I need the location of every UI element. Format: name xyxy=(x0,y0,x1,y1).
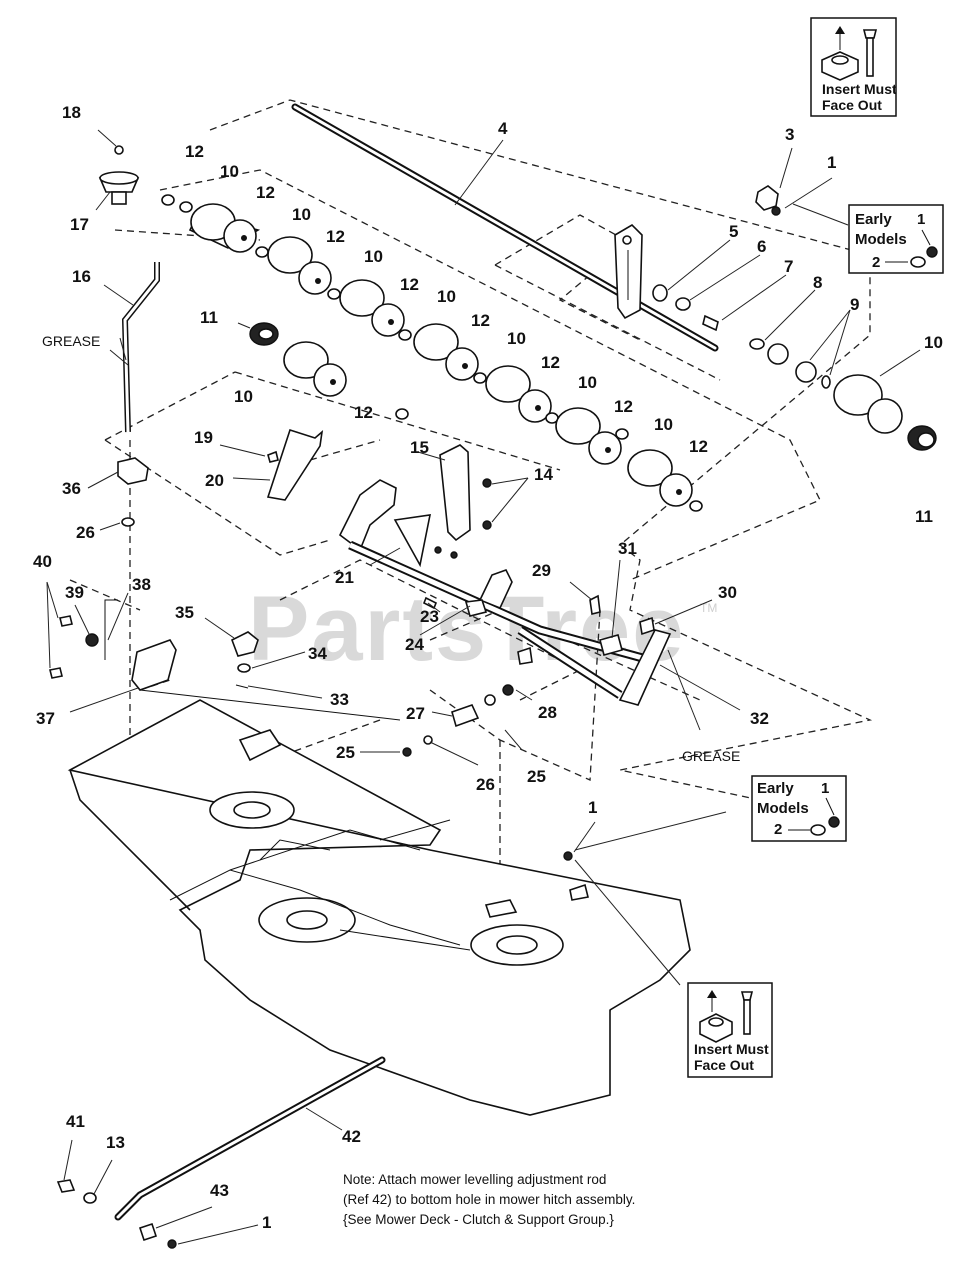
callout-numbers: 18 17 16 12 10 12 10 12 10 12 10 12 10 1… xyxy=(33,103,943,1232)
callout-34: 34 xyxy=(308,644,327,663)
callout-33: 33 xyxy=(330,690,349,709)
callout-17: 17 xyxy=(70,215,89,234)
callout-42: 42 xyxy=(342,1127,361,1146)
callout-5: 5 xyxy=(729,222,738,241)
callout-6: 6 xyxy=(757,237,766,256)
height-bracket xyxy=(614,223,719,332)
insert-note-line2: Face Out xyxy=(822,97,882,113)
callout-26: 26 xyxy=(76,523,95,542)
callout-12: 12 xyxy=(614,397,633,416)
callout-10: 10 xyxy=(924,333,943,352)
callout-30: 30 xyxy=(718,583,737,602)
callout-16: 16 xyxy=(72,267,91,286)
callout-10: 10 xyxy=(654,415,673,434)
callout-8: 8 xyxy=(813,273,822,292)
callout-32: 32 xyxy=(750,709,769,728)
assembly-note: Note: Attach mower levelling adjustment … xyxy=(343,1172,635,1227)
callout-41: 41 xyxy=(66,1112,85,1131)
note-line-1: Note: Attach mower levelling adjustment … xyxy=(343,1172,606,1187)
grease-label-left: GREASE xyxy=(42,333,100,349)
callout-12: 12 xyxy=(354,403,373,422)
callout-38: 38 xyxy=(132,575,151,594)
callout-3: 3 xyxy=(785,125,794,144)
callout-25: 25 xyxy=(336,743,355,762)
callout-10: 10 xyxy=(220,162,239,181)
callout-39: 39 xyxy=(65,583,84,602)
callout-10: 10 xyxy=(292,205,311,224)
callout-23: 23 xyxy=(420,607,439,626)
callout-40: 40 xyxy=(33,552,52,571)
mower-deck xyxy=(67,699,691,1116)
grease-label-right: GREASE xyxy=(682,748,740,764)
callout-36: 36 xyxy=(62,479,81,498)
early-num-1: 1 xyxy=(821,780,829,797)
callout-15: 15 xyxy=(410,438,429,457)
callout-10: 10 xyxy=(234,387,253,406)
callout-25: 25 xyxy=(527,767,546,786)
insert-face-out-box-bottom: Insert Must Face Out xyxy=(687,982,773,1078)
callout-26: 26 xyxy=(476,775,495,794)
callout-28: 28 xyxy=(538,703,557,722)
callout-12: 12 xyxy=(689,437,708,456)
callout-9: 9 xyxy=(850,295,859,314)
right-linkage xyxy=(402,569,672,757)
callout-12: 12 xyxy=(326,227,345,246)
early-num-2: 2 xyxy=(774,821,782,838)
early-models-box-mid: Early 1 Models 2 xyxy=(751,775,847,842)
callout-35: 35 xyxy=(175,603,194,622)
early-num-1: 1 xyxy=(917,211,925,228)
right-roller-assembly xyxy=(749,338,937,451)
callout-21: 21 xyxy=(335,568,354,587)
callout-20: 20 xyxy=(205,471,224,490)
insert-note-line1: Insert Must xyxy=(694,1041,769,1057)
left-bracket-assembly xyxy=(49,599,401,721)
watermark-tm: TM xyxy=(700,601,717,615)
callout-19: 19 xyxy=(194,428,213,447)
leader-lines xyxy=(46,129,921,1245)
callout-12: 12 xyxy=(471,311,490,330)
nut-part-3 xyxy=(755,185,781,216)
models-label: Models xyxy=(757,800,809,817)
callout-13: 13 xyxy=(106,1133,125,1152)
callout-27: 27 xyxy=(406,704,425,723)
note-line-2: (Ref 42) to bottom hole in mower hitch a… xyxy=(343,1192,635,1207)
callout-12: 12 xyxy=(541,353,560,372)
early-label: Early xyxy=(757,780,794,797)
lift-handle-assembly xyxy=(98,145,160,527)
early-label: Early xyxy=(855,211,892,228)
callout-1: 1 xyxy=(262,1213,271,1232)
insert-face-out-box-top: Insert Must Face Out xyxy=(810,17,897,117)
callout-12: 12 xyxy=(185,142,204,161)
levelling-rod-part-42 xyxy=(56,1056,386,1249)
center-linkage xyxy=(266,428,652,665)
callout-1: 1 xyxy=(827,153,836,172)
insert-note-line2: Face Out xyxy=(694,1057,754,1073)
callout-7: 7 xyxy=(784,257,793,276)
callout-10: 10 xyxy=(578,373,597,392)
callout-12: 12 xyxy=(400,275,419,294)
callout-10: 10 xyxy=(507,329,526,348)
callout-24: 24 xyxy=(405,635,424,654)
early-num-2: 2 xyxy=(872,254,880,271)
roller-row xyxy=(161,194,703,512)
callout-18: 18 xyxy=(62,103,81,122)
callout-43: 43 xyxy=(210,1181,229,1200)
callout-11: 11 xyxy=(915,507,933,526)
callout-29: 29 xyxy=(532,561,551,580)
rod-part-4 xyxy=(291,103,719,352)
callout-10: 10 xyxy=(364,247,383,266)
note-line-3: {See Mower Deck - Clutch & Support Group… xyxy=(343,1212,614,1227)
models-label: Models xyxy=(855,231,907,248)
callout-10: 10 xyxy=(437,287,456,306)
callout-4: 4 xyxy=(498,119,508,138)
callout-12: 12 xyxy=(256,183,275,202)
callout-11: 11 xyxy=(200,308,218,327)
callout-1: 1 xyxy=(588,798,597,817)
callout-14: 14 xyxy=(534,465,553,484)
callout-37: 37 xyxy=(36,709,55,728)
insert-note-line1: Insert Must xyxy=(822,81,897,97)
early-models-box-top: Early 1 Models 2 xyxy=(848,204,944,274)
callout-31: 31 xyxy=(618,539,637,558)
